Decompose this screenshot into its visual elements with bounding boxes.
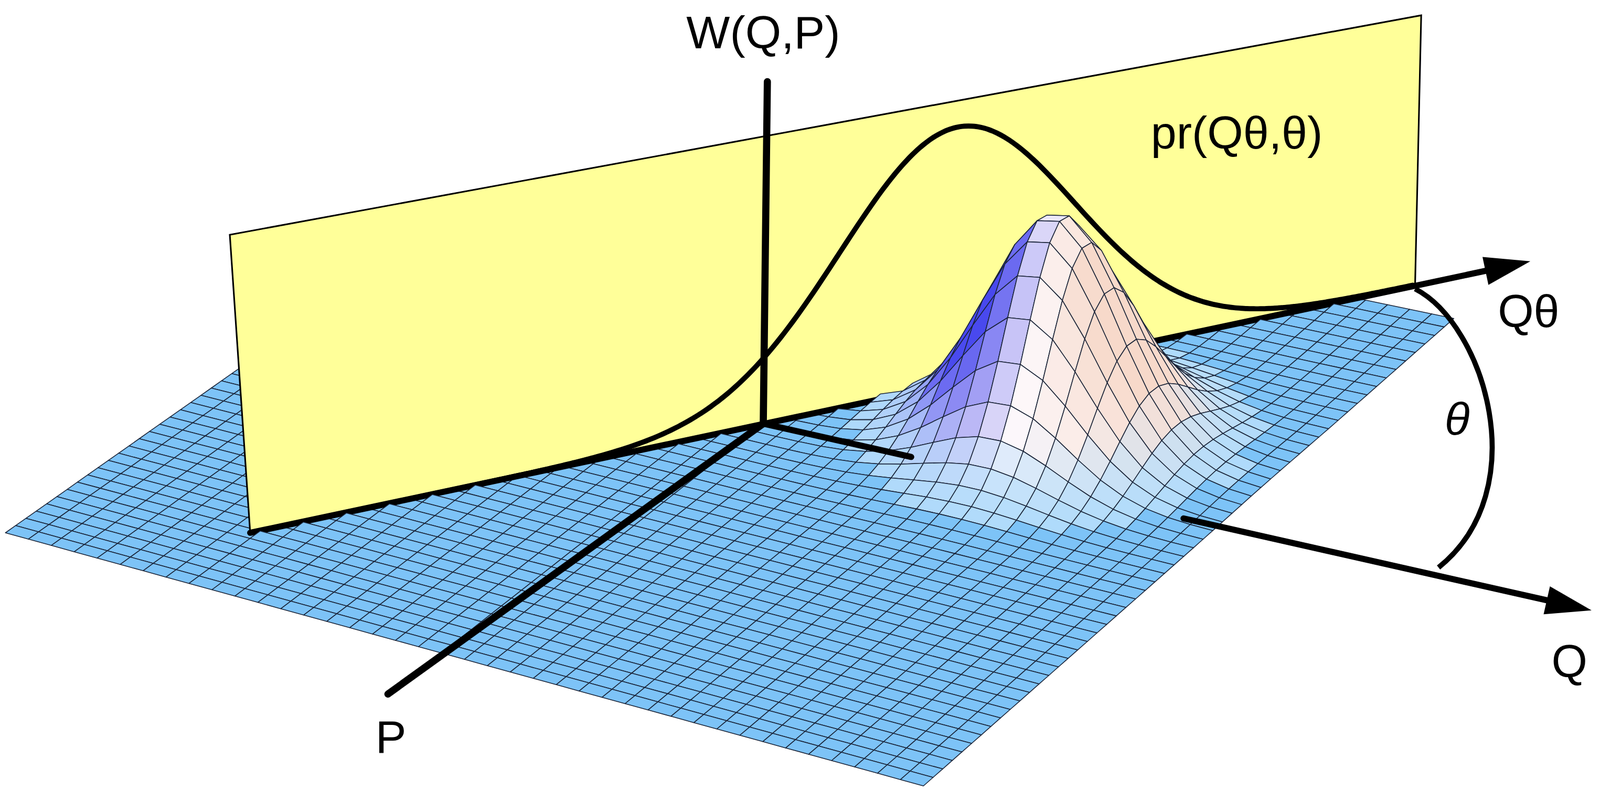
floor-grid-cell xyxy=(540,148,574,162)
floor-grid-cell xyxy=(530,156,563,169)
floor-grid-cell xyxy=(519,163,553,176)
floor-grid-cell xyxy=(605,143,638,156)
projection-plane xyxy=(229,15,1422,533)
wigner-surface xyxy=(143,215,1455,786)
projection-curve-layer xyxy=(250,125,1414,533)
q-theta-axis xyxy=(250,270,1486,533)
w-axis xyxy=(763,81,768,424)
floor-grid-cell xyxy=(583,139,616,152)
floor-grid-cell xyxy=(562,153,596,166)
floor-grid-cell xyxy=(594,151,628,164)
marginal-curve xyxy=(250,125,1414,533)
floor-grid-cell xyxy=(561,134,594,147)
floor-grid-cell xyxy=(550,141,584,154)
q-theta-arrowhead xyxy=(1482,256,1531,285)
floor-grid-cell xyxy=(572,146,606,159)
